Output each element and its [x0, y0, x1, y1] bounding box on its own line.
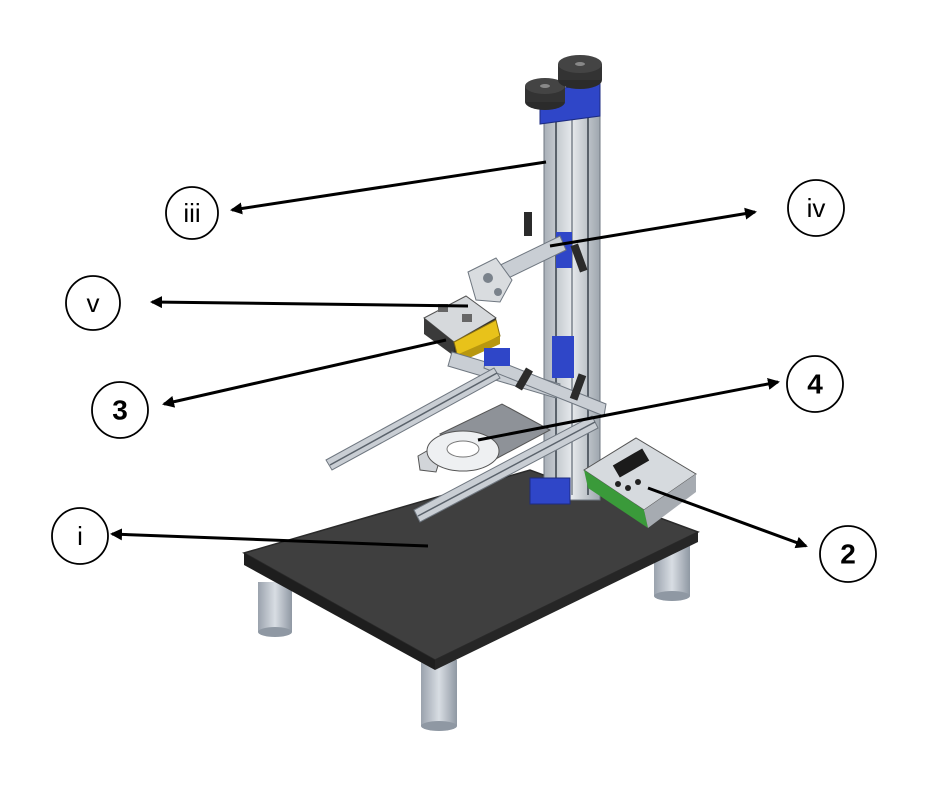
- arrow-v: [150, 296, 469, 309]
- table: [242, 469, 700, 731]
- callout-iv-label: iv: [807, 193, 826, 223]
- callout-arrows: [110, 160, 808, 549]
- callout-3-label: 3: [112, 395, 128, 426]
- callout-iii-label: iii: [183, 198, 200, 228]
- callout-v: v: [65, 275, 121, 331]
- adjustment-knob-left: [525, 78, 565, 110]
- callout-2-label: 2: [840, 539, 856, 570]
- callout-iii: iii: [165, 186, 219, 240]
- callout-4: 4: [786, 355, 844, 413]
- arrow-iii: [230, 160, 547, 215]
- controller-box: [583, 437, 697, 528]
- arrow-4: [477, 378, 780, 442]
- column-base-bracket: [529, 477, 571, 505]
- callout-i-label: i: [77, 521, 83, 551]
- arrow-i: [110, 528, 429, 548]
- adjustment-knob-right: [558, 55, 602, 89]
- ring-holder: [417, 430, 500, 473]
- lower-rail-assembly: [325, 348, 607, 523]
- table-leg-front-right: [421, 660, 457, 726]
- arrow-iv: [549, 207, 757, 248]
- vertical-column: [525, 55, 602, 505]
- upper-arm: [467, 212, 588, 303]
- table-leg-front-left: [258, 582, 292, 632]
- arrow-3: [162, 338, 447, 408]
- callout-i: i: [51, 507, 109, 565]
- callout-iv: iv: [787, 179, 845, 237]
- callout-3: 3: [91, 381, 149, 439]
- callout-4-label: 4: [807, 369, 823, 400]
- callout-2: 2: [819, 525, 877, 583]
- arrow-2: [647, 486, 808, 549]
- callout-v-label: v: [87, 288, 100, 318]
- controller-display: [612, 448, 650, 478]
